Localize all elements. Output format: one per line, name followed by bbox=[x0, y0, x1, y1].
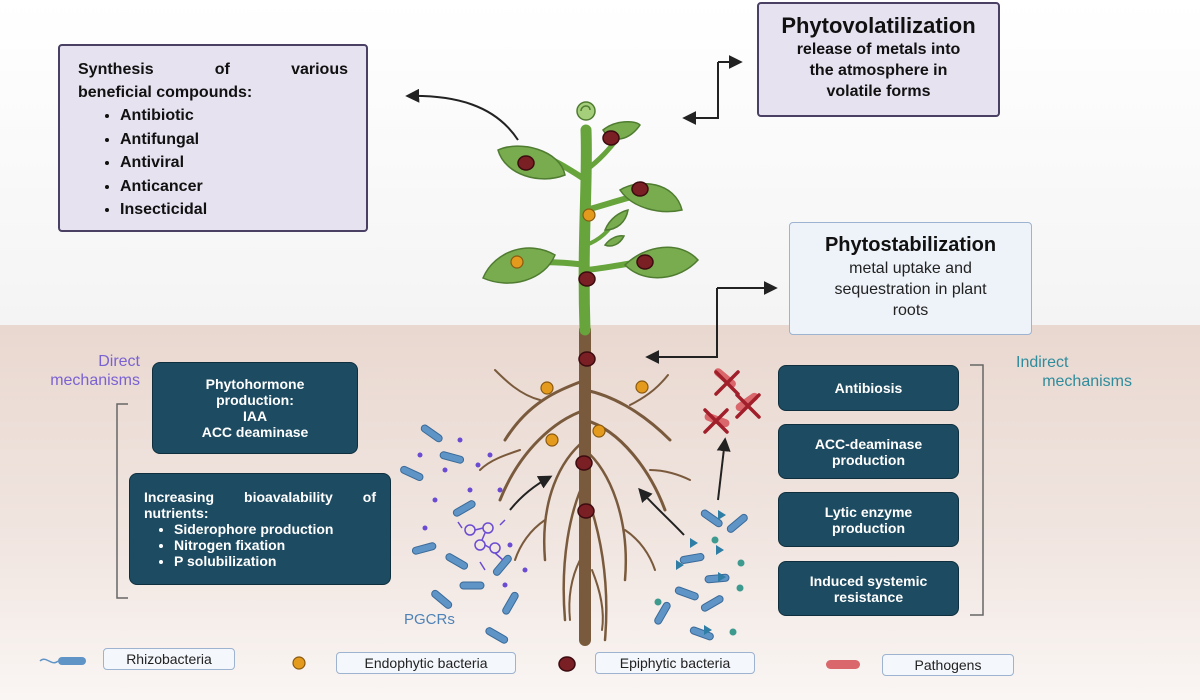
phytovolatilization-line: release of metals into bbox=[796, 41, 961, 58]
pathogens-crossed bbox=[703, 368, 761, 434]
list-item: P solubilization bbox=[174, 553, 376, 569]
roots bbox=[479, 324, 691, 646]
direct-mechanisms-label: Direct mechanisms bbox=[50, 353, 140, 389]
list-item: Anticancer bbox=[120, 175, 348, 199]
nutrients-title-line2: nutrients: bbox=[144, 505, 209, 521]
right-cluster-markers bbox=[654, 510, 745, 636]
legend-icons bbox=[39, 656, 860, 672]
legend-pathogens: Pathogens bbox=[882, 654, 1014, 676]
antibiosis-box: Antibiosis bbox=[778, 365, 959, 411]
synthesis-list: Antibiotic Antifungal Antiviral Anticanc… bbox=[78, 104, 348, 222]
list-item: Antifungal bbox=[120, 128, 348, 152]
brackets bbox=[116, 364, 984, 616]
phytovolatilization-title: Phytovolatilization bbox=[781, 13, 976, 38]
list-item: Siderophore production bbox=[174, 521, 376, 537]
synthesis-box: Synthesis of various beneficial compound… bbox=[58, 44, 368, 232]
arrows bbox=[405, 55, 778, 536]
phytostabilization-line: metal uptake and bbox=[849, 260, 972, 277]
list-item: Antiviral bbox=[120, 151, 348, 175]
endophytic-bacteria-dots bbox=[510, 208, 649, 447]
nutrients-list: Siderophore production Nitrogen fixation… bbox=[144, 521, 376, 569]
induced-systemic-resistance-box: Induced systemic resistance bbox=[778, 561, 959, 616]
list-item: Insecticidal bbox=[120, 198, 348, 222]
epiphytic-bacteria-dots bbox=[517, 130, 654, 519]
legend-rhizobacteria: Rhizobacteria bbox=[103, 648, 235, 670]
molecule-dots bbox=[417, 437, 528, 588]
indirect-mechanisms-label: Indirect mechanisms bbox=[1016, 354, 1132, 390]
phytostabilization-title: Phytostabilization bbox=[824, 234, 997, 256]
nutrients-title-line1: Increasing bioavalability of bbox=[144, 489, 376, 505]
phytostabilization-line: roots bbox=[892, 302, 929, 319]
phytovolatilization-line: volatile forms bbox=[826, 83, 931, 100]
rhizobacteria-right bbox=[654, 509, 748, 641]
synthesis-title-line2: beneficial compounds: bbox=[78, 84, 253, 101]
phytohormone-box: Phytohormone production: IAA ACC deamina… bbox=[152, 362, 358, 454]
acc-deaminase-box: ACC-deaminase production bbox=[778, 424, 959, 479]
legend-epiphytic-bacteria: Epiphytic bacteria bbox=[595, 652, 755, 674]
list-item: Antibiotic bbox=[120, 104, 348, 128]
phytostabilization-line: sequestration in plant bbox=[834, 281, 987, 298]
legend-endophytic-bacteria: Endophytic bacteria bbox=[336, 652, 516, 674]
molecule-structure bbox=[457, 519, 506, 571]
phytovolatilization-line: the atmosphere in bbox=[809, 62, 948, 79]
nutrients-box: Increasing bioavalability of nutrients: … bbox=[129, 473, 391, 585]
rhizobacteria-left bbox=[400, 424, 519, 644]
phytostabilization-box: Phytostabilization metal uptake and sequ… bbox=[789, 222, 1032, 335]
synthesis-title-line1: Synthesis of various bbox=[78, 61, 348, 78]
pgcrs-label: PGCRs bbox=[404, 611, 455, 628]
phytovolatilization-box: Phytovolatilization release of metals in… bbox=[757, 2, 1000, 117]
lytic-enzyme-box: Lytic enzyme production bbox=[778, 492, 959, 547]
list-item: Nitrogen fixation bbox=[174, 537, 376, 553]
bud bbox=[576, 101, 596, 121]
